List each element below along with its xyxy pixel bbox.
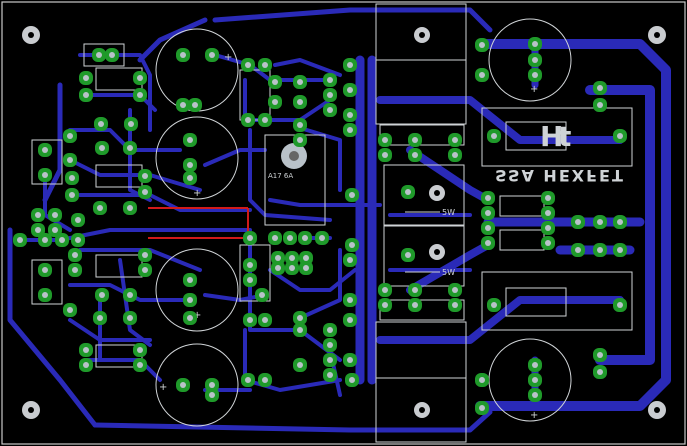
capacitor-c4 [155, 343, 239, 427]
capacitor-c2 [155, 116, 239, 200]
svg-text:+: + [193, 310, 201, 321]
capacitor-c5 [488, 18, 572, 102]
svg-text:+: + [224, 52, 232, 63]
resistor-label-top: 5W [442, 208, 455, 217]
pads [13, 37, 627, 415]
svg-text:H: H [540, 120, 563, 153]
hexfet-logo-mark: H t [540, 120, 571, 153]
mosfet-bottom-outline [375, 321, 467, 443]
mounting-holes [22, 26, 666, 419]
capacitor-c3 [155, 248, 239, 332]
svg-text:+: + [159, 382, 167, 393]
power-resistor-top [383, 164, 465, 226]
jumper-wires [148, 207, 249, 239]
svg-text:+: + [530, 84, 538, 95]
mosfet-top-outline [375, 3, 467, 125]
svg-text:t: t [558, 120, 571, 153]
ballast-resistor-top [481, 107, 633, 167]
svg-text:+: + [530, 410, 538, 421]
resistor-label-bottom: 5W [442, 268, 455, 277]
hexfet-label: SSA HEXFET [495, 166, 625, 185]
ballast-resistor-bottom [481, 271, 633, 331]
regulator-label: A17 6A [268, 172, 293, 180]
svg-text:+: + [193, 188, 201, 199]
power-resistor-bottom [383, 225, 465, 287]
board-labels: SSA HEXFET A17 6A 5W 5W [268, 166, 625, 277]
